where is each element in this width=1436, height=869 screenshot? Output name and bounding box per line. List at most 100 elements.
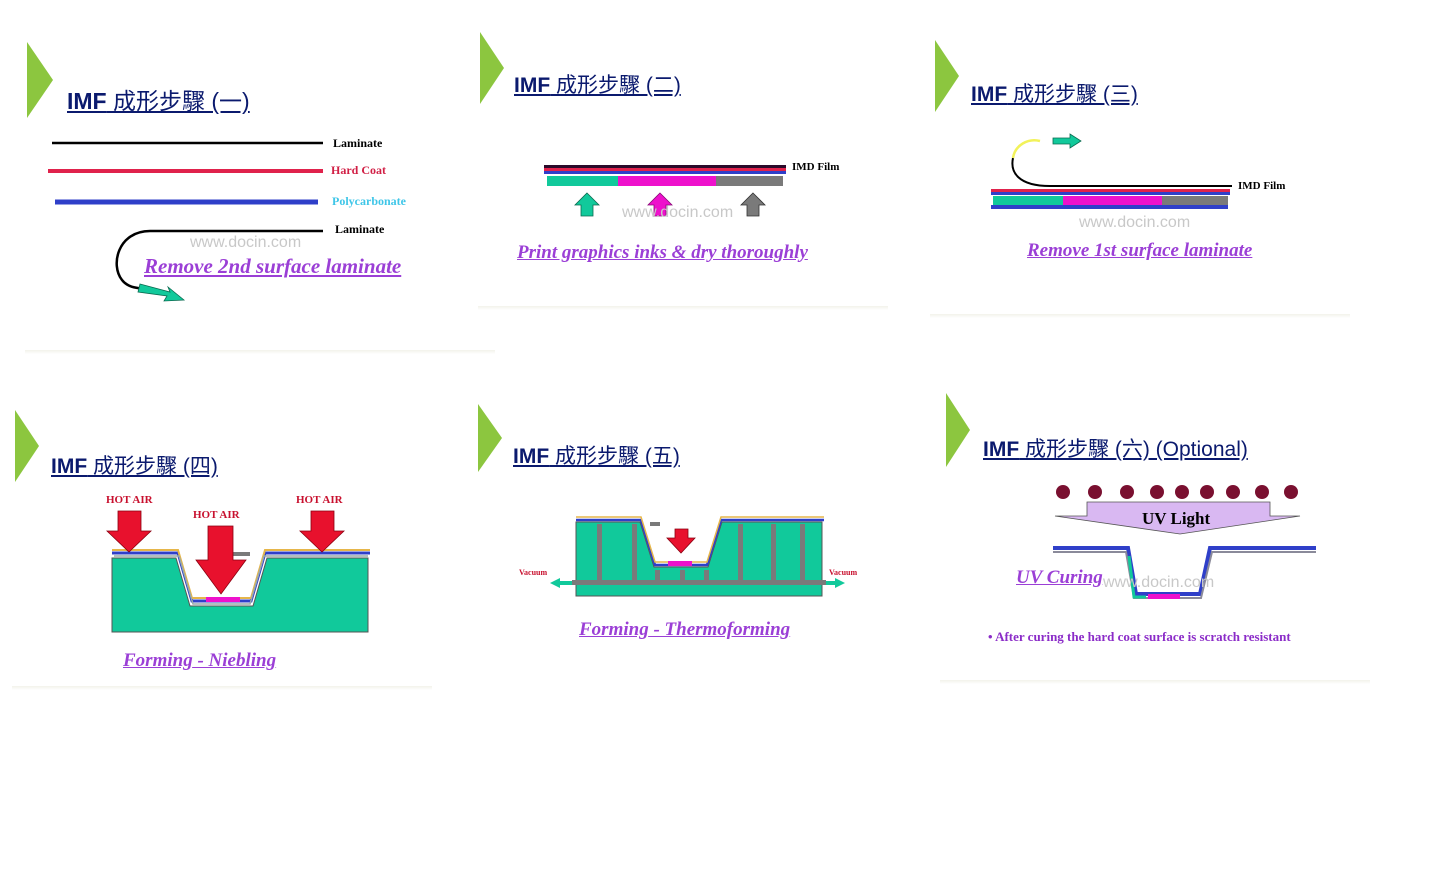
step5-diagram [550,516,845,597]
peel-arrow-icon [1052,133,1082,149]
peel-arrow-icon [137,283,186,302]
laminate-top-label: Laminate [333,136,383,150]
hard-coat-label: Hard Coat [331,163,386,177]
step5-caption-rest: - Thermoforming [648,619,791,640]
chevron-icon [27,42,53,118]
vacuum-holes [597,524,805,580]
ink-magenta [1148,594,1180,599]
step2-diagram [544,165,786,217]
step2-title-prefix: IMF [514,74,551,97]
watermark: www.docin.com [1079,214,1191,231]
chevron-icon [480,32,504,104]
ink-magenta [1063,196,1162,205]
hot-air-center-label: HOT AIR [193,509,240,521]
step4-caption-main: Forming [123,650,193,671]
ink-gray [650,522,660,526]
step4-title: IMF 成形步驟 (四) [51,450,218,480]
hot-air-arrow-left-icon [106,510,152,553]
uv-curing-label: UV Curing [1016,567,1103,588]
uv-light-arrow-icon [1054,501,1301,535]
step5-title: IMF 成形步驟 (五) [513,440,680,470]
hot-air-arrow-right-icon [299,510,345,553]
vacuum-arrow-right-icon [826,578,845,588]
step5-title-prefix: IMF [513,445,550,468]
step1-caption: Remove 2nd surface laminate [144,254,402,278]
vacuum-channel [572,580,826,585]
slide-shadow [940,680,1370,684]
step6-title-suffix: 成形步驟 (六) (Optional) [1025,438,1248,461]
arrow-up-teal-icon [574,192,600,217]
ink-magenta [618,176,716,186]
hard-coat-layer [991,189,1230,192]
watermark: www.docin.com [1103,574,1215,591]
vacuum-right-label: Vacuum [829,568,858,577]
laminate-peel-tip [1011,139,1041,159]
ink-teal [547,176,618,186]
watermark: www.docin.com [622,204,734,221]
step5-caption-main: Forming [579,619,649,640]
ink-gray [228,552,250,556]
slide-shadow [930,314,1350,318]
laminate-bottom-label: Laminate [335,222,385,236]
base-blue-layer [991,205,1228,209]
laminate-peel-curve [115,229,323,291]
hot-air-arrow-center-icon [195,525,247,595]
chevron-icon [946,393,970,467]
step4-title-suffix: 成形步驟 (四) [93,455,218,478]
step6-note: • After curing the hard coat surface is … [988,629,1291,644]
step3-title-prefix: IMF [971,83,1008,106]
hot-air-arrow-icon [666,528,696,554]
ink-gray [716,176,783,186]
imd-film-label: IMD Film [792,161,840,173]
slide-shadow [25,350,495,354]
chevron-icon [15,410,39,482]
ink-magenta [668,561,692,566]
ink-magenta [206,597,240,602]
chevron-icon [935,40,959,112]
chevron-icon [478,404,502,472]
step3-title: IMF 成形步驟 (三) [971,78,1138,108]
step6-diagram [1053,485,1316,599]
step1-title: IMF 成形步驟 (一) [67,82,250,116]
imd-film-red-layer [544,168,786,171]
step4-title-prefix: IMF [51,455,88,478]
polycarbonate-label: Polycarbonate [332,194,406,208]
hot-air-left-label: HOT AIR [106,494,153,506]
step1-title-suffix: 成形步驟 (一) [113,88,250,114]
watermark: www.docin.com [190,234,302,251]
step2-title-suffix: 成形步驟 (二) [556,74,681,97]
imd-film-blue-layer [544,171,786,174]
vacuum-arrow-left-icon [550,578,572,588]
laminate-peel-curve [1011,157,1232,187]
step3-diagram [991,133,1232,209]
step4-caption-rest: - Niebling [192,650,277,671]
vacuum-left-label: Vacuum [519,568,548,577]
ink-teal [993,196,1063,205]
arrow-up-gray-icon [740,192,766,217]
mold-block [111,557,369,633]
step6-title: IMF 成形步驟 (六) (Optional) [983,433,1248,463]
mold-block [575,521,823,597]
step2-caption: Print graphics inks & dry thoroughly [517,242,808,263]
cured-film-teal [1127,555,1146,599]
imd-film-dark-layer [544,165,786,168]
uv-lamp-dots [1056,485,1298,499]
step6-title-prefix: IMF [983,438,1020,461]
step3-title-suffix: 成形步驟 (三) [1013,83,1138,106]
imd-film-label: IMD Film [1238,180,1286,192]
step1-diagram [48,141,323,302]
step4-diagram [106,510,370,633]
ink-gray [1162,196,1228,205]
hot-air-right-label: HOT AIR [296,494,343,506]
formed-film-gray [114,555,368,605]
slide-shadow [478,306,888,310]
arrow-up-magenta-icon [647,192,673,217]
step5-caption: Forming - Thermoforming [579,619,790,641]
step5-title-suffix: 成形步驟 (五) [555,445,680,468]
step3-caption: Remove 1st surface laminate [1027,240,1253,261]
step1-title-prefix: IMF [67,88,107,114]
step4-caption: Forming - Niebling [123,650,276,672]
slide-shadow [12,686,432,690]
polycarbonate-layer [991,192,1230,195]
step2-title: IMF 成形步驟 (二) [514,69,681,99]
